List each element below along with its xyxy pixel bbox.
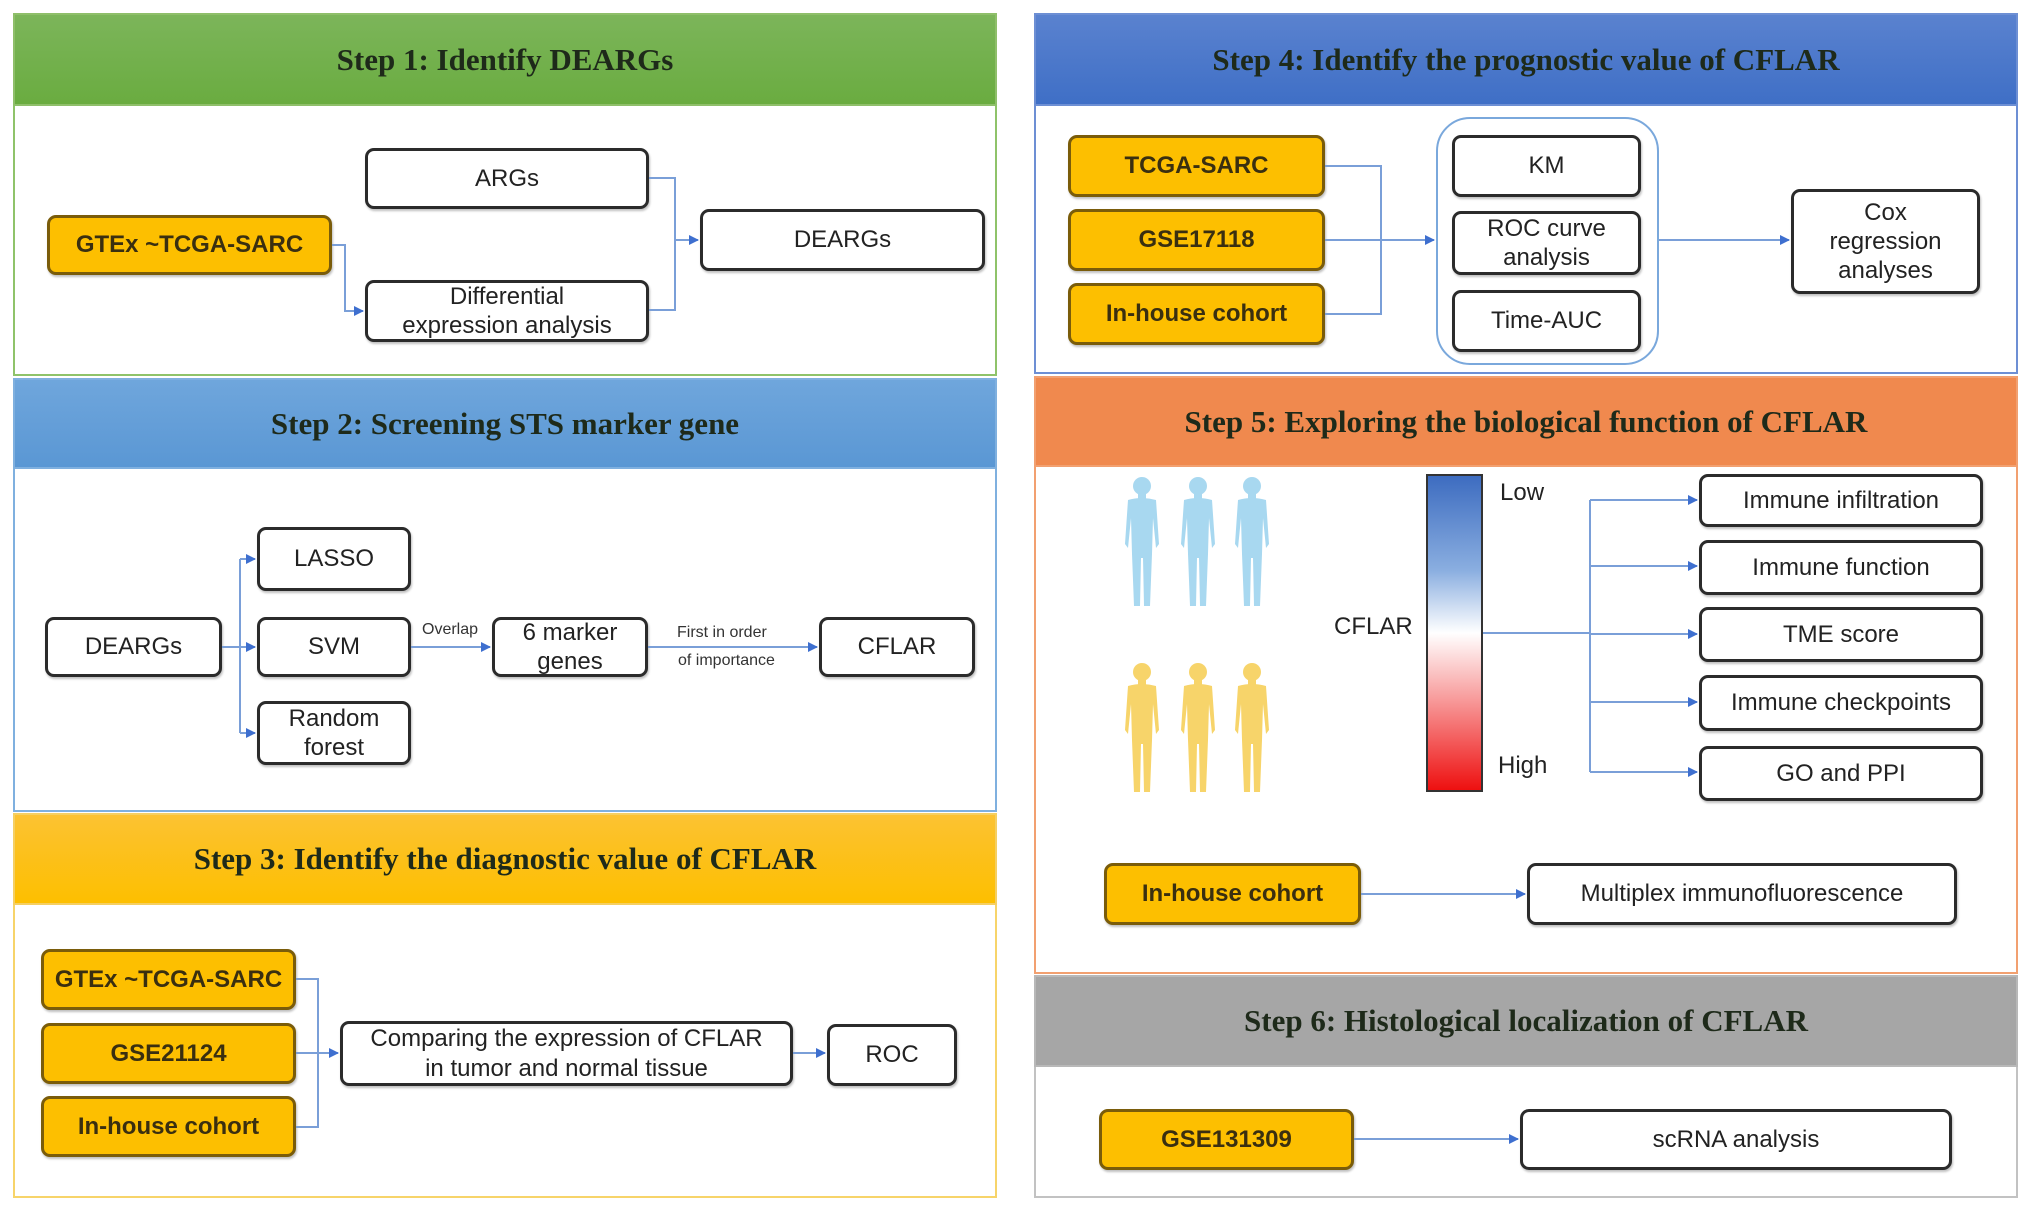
cox-line1: Cox (1864, 198, 1907, 226)
roc-curve-box: ROC curve analysis (1452, 211, 1641, 275)
immune-function-label: Immune function (1752, 553, 1930, 581)
step5-header: Step 5: Exploring the biological functio… (1034, 376, 2018, 467)
step4-source-inhouse-label: In-house cohort (1105, 300, 1288, 328)
marker-genes-box: 6 marker genes (492, 617, 648, 677)
markers-line1: 6 marker (522, 618, 618, 646)
step3-source-gtex: GTEx ~TCGA-SARC (41, 949, 296, 1010)
step1-source-label: GTEx ~TCGA-SARC (75, 231, 304, 259)
markers-line2: genes (537, 648, 603, 675)
step1-title: Step 1: Identify DEARGs (336, 41, 674, 77)
order-label-line2: of importance (678, 652, 775, 669)
high-expression-group-figures (1125, 663, 1269, 792)
lasso-box: LASSO (257, 527, 411, 591)
scrna-analysis-label: scRNA analysis (1652, 1125, 1820, 1153)
deargs-result-label: DEARGs (793, 226, 892, 254)
step1-source-box: GTEx ~TCGA-SARC (47, 215, 332, 275)
roc-curve-label: ROC curve analysis (1487, 214, 1606, 271)
step4-source-tcga-label: TCGA-SARC (1124, 152, 1269, 180)
immune-checkpoints-label: Immune checkpoints (1730, 689, 1952, 717)
tme-score-box: TME score (1699, 607, 1983, 662)
step3-source-gse21124-label: GSE21124 (110, 1039, 227, 1067)
cflar-gene-label: CFLAR (1334, 613, 1413, 640)
multiplex-if-box: Multiplex immunofluorescence (1527, 863, 1957, 925)
args-box: ARGs (365, 148, 649, 209)
differential-expression-box: Differential expression analysis (365, 280, 649, 342)
step2-header: Step 2: Screening STS marker gene (13, 378, 997, 469)
deargs-result-box: DEARGs (700, 209, 985, 271)
go-ppi-box: GO and PPI (1699, 746, 1983, 801)
lasso-label: LASSO (293, 545, 375, 573)
step3-source-inhouse-label: In-house cohort (77, 1112, 260, 1140)
multiplex-if-label: Multiplex immunofluorescence (1580, 880, 1904, 908)
step6-title: Step 6: Histological localization of CFL… (1244, 1003, 1808, 1038)
step4-source-gse17118-label: GSE17118 (1138, 226, 1255, 254)
km-label: KM (1528, 152, 1565, 180)
cox-regression-box: Cox regression analyses (1791, 189, 1980, 294)
colorbar-high-label: High (1498, 752, 1548, 779)
immune-infiltration-label: Immune infiltration (1742, 486, 1940, 514)
step2-title: Step 2: Screening STS marker gene (270, 405, 740, 441)
step4-header: Step 4: Identify the prognostic value of… (1034, 13, 2018, 106)
cflar-result-box: CFLAR (819, 617, 975, 677)
step4-source-tcga: TCGA-SARC (1068, 135, 1325, 197)
time-auc-box: Time-AUC (1452, 290, 1641, 352)
step4-title: Step 4: Identify the prognostic value of… (1212, 41, 1840, 77)
random-forest-box: Random forest (257, 701, 411, 765)
order-label-line1: First in order (677, 624, 767, 641)
low-expression-group-figures (1125, 477, 1269, 606)
go-ppi-label: GO and PPI (1776, 759, 1906, 787)
diff-line1: Differential (449, 282, 565, 310)
compare-line1: Comparing the expression of CFLAR (370, 1025, 763, 1053)
scrna-analysis-box: scRNA analysis (1520, 1109, 1952, 1170)
compare-line2: in tumor and normal tissue (425, 1054, 708, 1082)
colorbar-low-label: Low (1500, 479, 1545, 506)
step6-header: Step 6: Histological localization of CFL… (1034, 975, 2018, 1067)
diff-line2: expression analysis (402, 312, 612, 339)
step2-input-label: DEARGs (84, 633, 183, 661)
compare-expression-box: Comparing the expression of CFLAR in tum… (340, 1021, 793, 1086)
step3-title: Step 3: Identify the diagnostic value of… (193, 841, 817, 876)
cox-line2: regression (1829, 227, 1942, 255)
tme-score-label: TME score (1782, 620, 1899, 648)
roc-label: ROC (865, 1041, 919, 1069)
step5-title: Step 5: Exploring the biological functio… (1184, 403, 1868, 439)
gse131309-label: GSE131309 (1161, 1125, 1292, 1153)
step5-inhouse-cohort-box: In-house cohort (1104, 863, 1361, 925)
step2-input-box: DEARGs (45, 617, 222, 677)
cox-line3: analyses (1838, 257, 1933, 285)
step5-inhouse-cohort-label: In-house cohort (1141, 880, 1324, 908)
expression-colorbar (1426, 474, 1483, 792)
overlap-label: Overlap (422, 621, 479, 638)
random-forest-label: Random forest (288, 704, 380, 761)
gse131309-box: GSE131309 (1099, 1109, 1354, 1170)
svm-label: SVM (307, 633, 360, 661)
immune-checkpoints-box: Immune checkpoints (1699, 675, 1983, 731)
step4-source-gse17118: GSE17118 (1068, 209, 1325, 271)
person-icon (1125, 663, 1269, 792)
step1-header: Step 1: Identify DEARGs (13, 13, 997, 106)
roc-box: ROC (827, 1024, 957, 1086)
cflar-result-label: CFLAR (857, 633, 937, 661)
step3-source-gtex-label: GTEx ~TCGA-SARC (54, 965, 283, 993)
args-label: ARGs (474, 164, 539, 192)
time-auc-label: Time-AUC (1490, 307, 1603, 335)
immune-function-box: Immune function (1699, 540, 1983, 595)
step3-source-gse21124: GSE21124 (41, 1023, 296, 1084)
km-box: KM (1452, 135, 1641, 197)
step3-source-inhouse: In-house cohort (41, 1096, 296, 1157)
person-icon (1125, 477, 1269, 606)
immune-infiltration-box: Immune infiltration (1699, 474, 1983, 527)
step4-source-inhouse: In-house cohort (1068, 283, 1325, 345)
svm-box: SVM (257, 617, 411, 677)
step3-header: Step 3: Identify the diagnostic value of… (13, 813, 997, 905)
